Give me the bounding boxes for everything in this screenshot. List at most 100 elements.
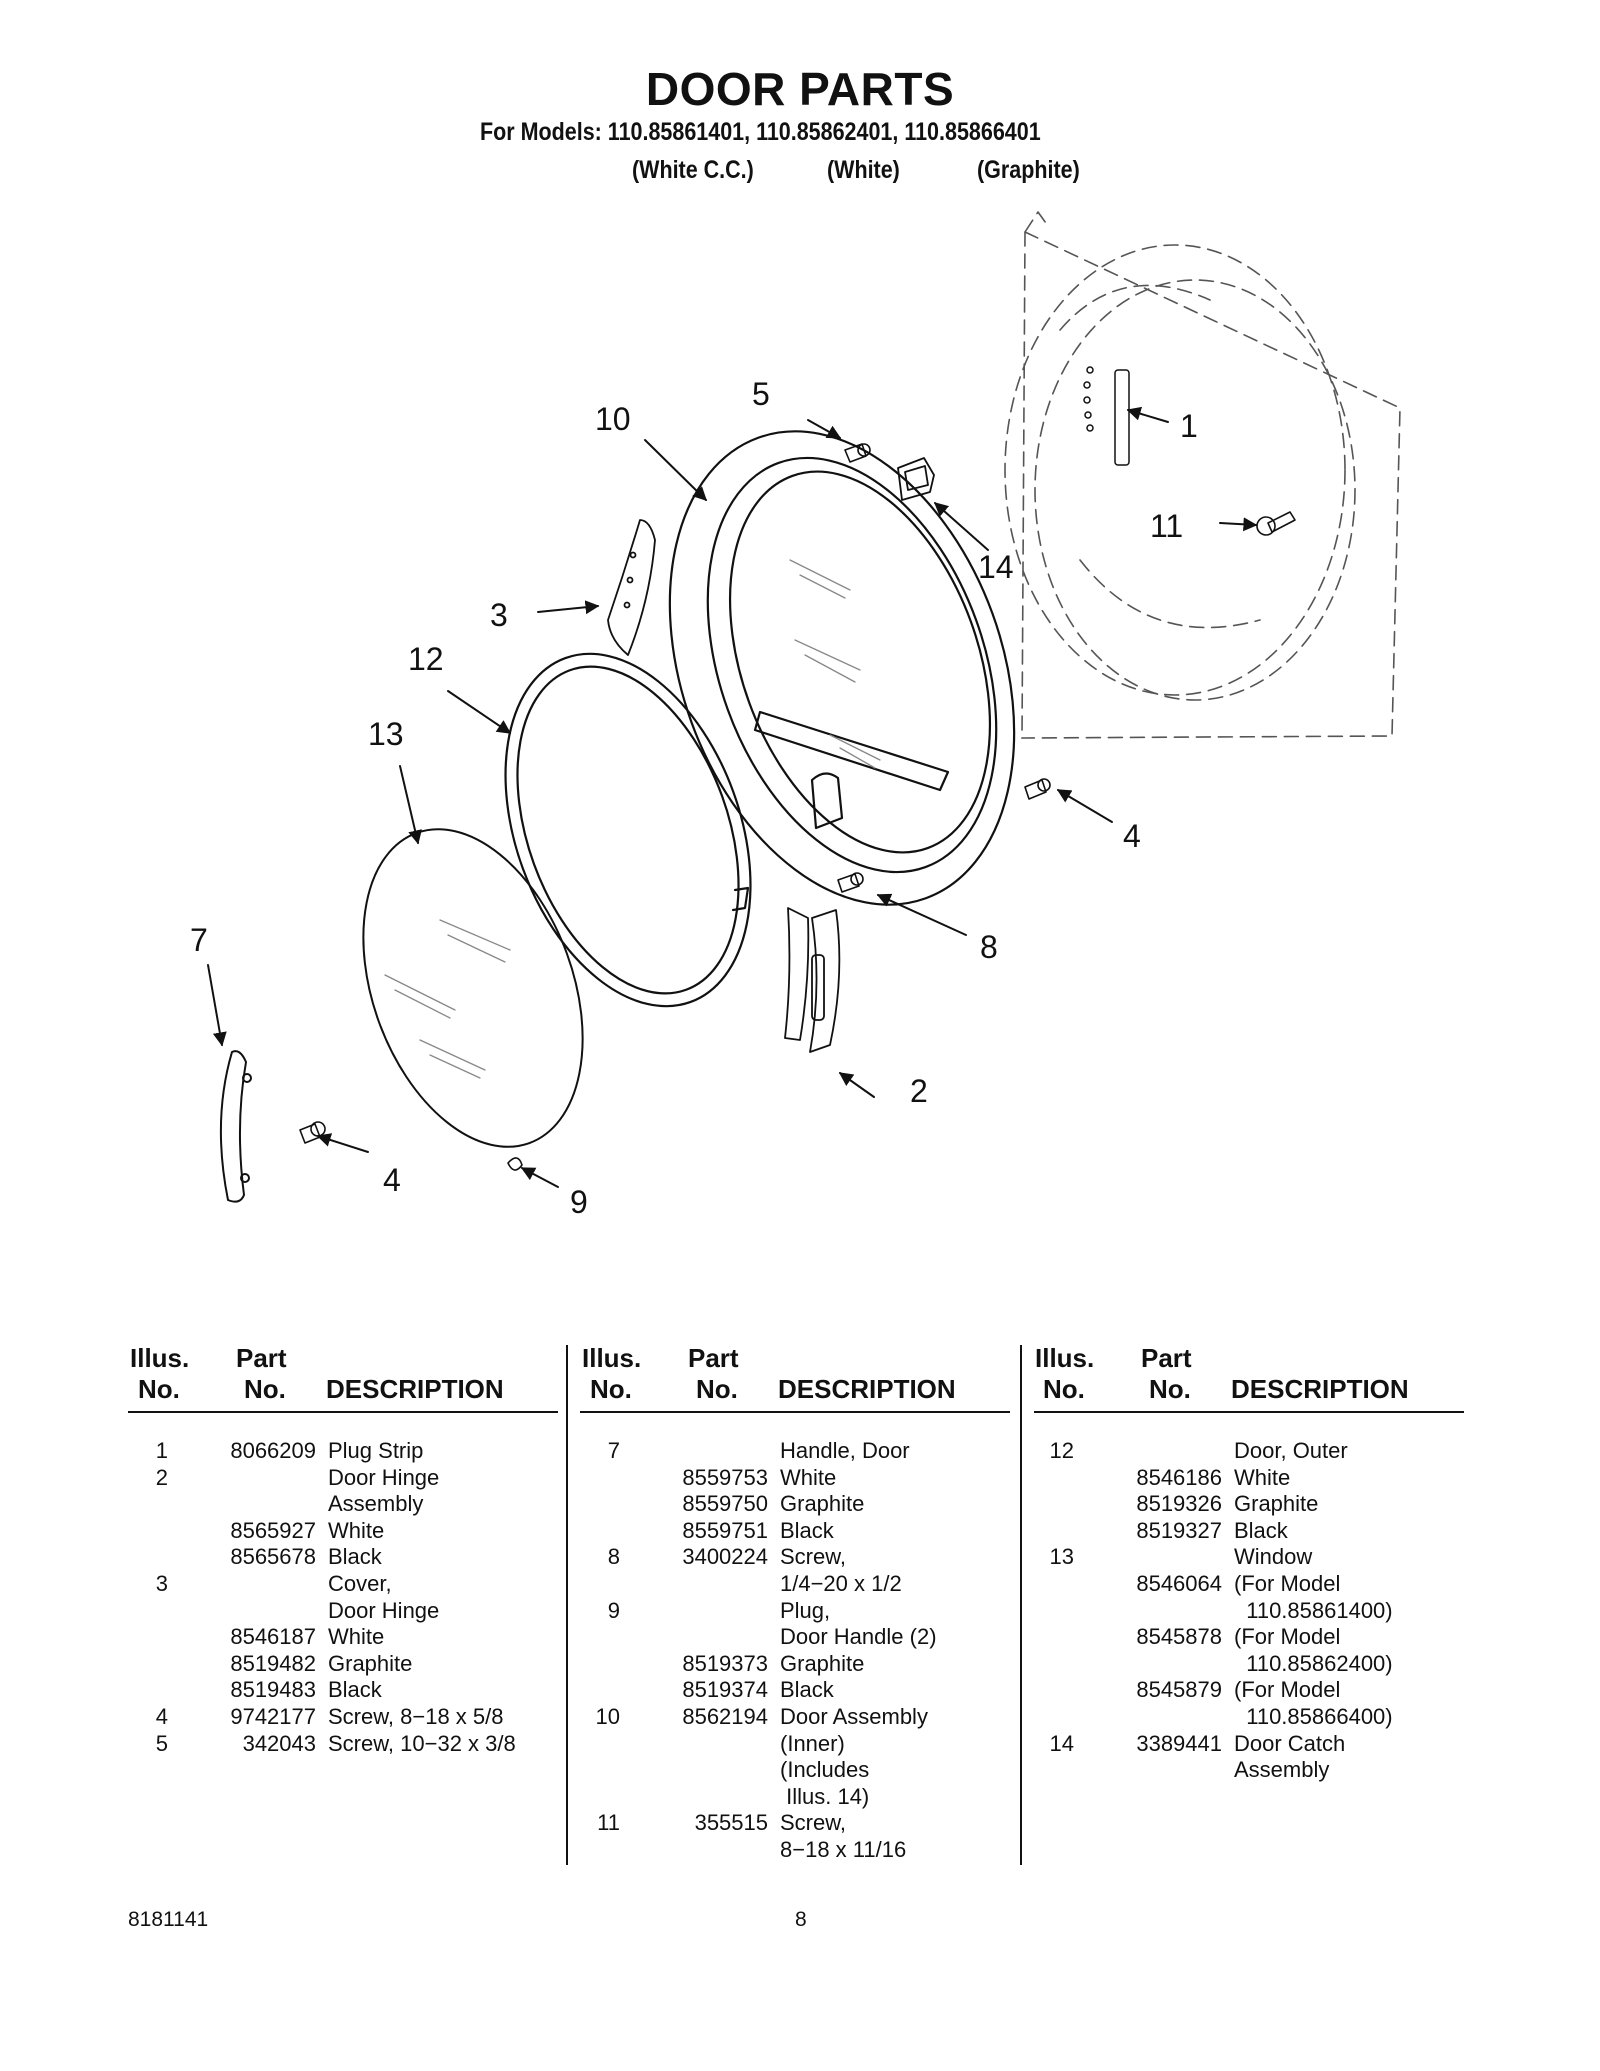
description-cell: (For Model xyxy=(1234,1677,1341,1703)
header-rule-col1 xyxy=(128,1411,558,1413)
screw-5-part xyxy=(844,443,871,463)
header-part-no: No. xyxy=(1149,1374,1191,1404)
part-number-cell: 9742177 xyxy=(230,1703,316,1729)
description-cell: Black xyxy=(780,1517,834,1543)
callout-11: 11 xyxy=(1150,508,1183,544)
illus-number-cell: 12 xyxy=(1049,1438,1074,1463)
table-row: 8559750 Graphite xyxy=(580,1491,1010,1518)
part-number-cell: 8519327 xyxy=(1136,1517,1222,1543)
doc-number: 8181141 xyxy=(128,1908,209,1931)
part-number-cell: 8545879 xyxy=(1136,1677,1222,1703)
table-row: (Includes xyxy=(580,1757,1010,1784)
door-hinge-part xyxy=(784,907,841,1053)
illus-number-cell: 10 xyxy=(595,1703,620,1729)
description-cell: Black xyxy=(328,1544,382,1570)
variant-white-cc: (White C.C.) xyxy=(632,156,754,184)
description-cell: Handle, Door xyxy=(780,1438,910,1463)
plug-strip-part xyxy=(1083,366,1130,466)
description-cell: Assembly xyxy=(1234,1757,1330,1783)
callout-7: 7 xyxy=(190,922,208,958)
illus-number-cell: 11 xyxy=(597,1810,620,1836)
dryer-front-panel xyxy=(1004,211,1401,739)
callout-9: 9 xyxy=(570,1184,588,1220)
callout-4-right: 4 xyxy=(1123,818,1141,854)
part-number-cell: 8559750 xyxy=(682,1491,768,1517)
description-cell: Black xyxy=(328,1677,382,1703)
part-number-cell: 8519374 xyxy=(682,1677,768,1703)
part-number-cell: 3389441 xyxy=(1136,1730,1222,1756)
hinge-cover-part xyxy=(607,519,656,656)
table-row: 8−18 x 11/16 xyxy=(580,1837,1010,1864)
description-cell: Assembly xyxy=(328,1491,424,1517)
page-number: 8 xyxy=(795,1908,807,1931)
header-rule-col2 xyxy=(580,1411,1010,1413)
description-cell: Graphite xyxy=(780,1491,865,1517)
description-cell: Black xyxy=(780,1677,834,1703)
table-row: 8545879 (For Model xyxy=(1034,1677,1464,1704)
description-cell: Door Catch xyxy=(1234,1730,1346,1756)
description-cell: Graphite xyxy=(780,1650,865,1676)
illus-number-cell: 9 xyxy=(607,1597,620,1623)
description-cell: Door Hinge xyxy=(328,1597,440,1623)
illus-number-cell: 4 xyxy=(155,1703,168,1729)
header-description: DESCRIPTION xyxy=(778,1374,956,1404)
description-cell: (For Model xyxy=(1234,1570,1341,1596)
callout-10: 10 xyxy=(595,401,631,437)
part-number-cell: 355515 xyxy=(694,1810,768,1836)
header-illus-no: No. xyxy=(590,1374,632,1404)
header-illus: Illus. xyxy=(1035,1343,1095,1373)
table-row: Door Hinge xyxy=(128,1598,558,1625)
part-number-cell: 8066209 xyxy=(230,1438,316,1463)
description-cell: (Inner) xyxy=(780,1730,845,1756)
table-row: 13 Window xyxy=(1034,1544,1464,1571)
callout-3: 3 xyxy=(490,597,508,633)
callout-1: 1 xyxy=(1180,408,1198,444)
callout-13: 13 xyxy=(368,716,404,752)
illus-number-cell: 2 xyxy=(155,1464,168,1490)
screw-8-part xyxy=(837,872,864,893)
illus-number-cell: 1 xyxy=(155,1438,168,1463)
description-cell: Window xyxy=(1234,1544,1313,1570)
exploded-parts-diagram: 1 2 3 4 5 7 8 9 10 11 12 13 14 4 xyxy=(190,211,1401,1220)
description-cell: 110.85861400) xyxy=(1234,1597,1393,1623)
variant-graphite: (Graphite) xyxy=(977,156,1080,184)
illus-number-cell: 14 xyxy=(1049,1730,1074,1756)
table-row: 8546064(For Model xyxy=(1034,1571,1464,1598)
header-description: DESCRIPTION xyxy=(326,1374,504,1404)
inner-door-assembly xyxy=(668,430,1016,906)
part-number-cell: 8562194 xyxy=(682,1703,768,1729)
illus-number-cell: 7 xyxy=(607,1438,620,1463)
description-cell: White xyxy=(328,1624,385,1650)
screw-4-lower-part xyxy=(299,1121,326,1144)
description-cell: (For Model xyxy=(1234,1624,1341,1650)
description-cell: Door Handle (2) xyxy=(780,1624,937,1650)
table-row: 1/4−20 x 1/2 xyxy=(580,1571,1010,1598)
door-plug-part xyxy=(507,1157,523,1171)
header-part: Part xyxy=(236,1343,287,1373)
description-cell: Graphite xyxy=(328,1650,413,1676)
leader-lines xyxy=(207,406,1258,1188)
table-row: Assembly xyxy=(1034,1757,1464,1784)
description-cell: White xyxy=(780,1464,837,1490)
illus-number-cell: 13 xyxy=(1049,1544,1074,1570)
header-part-no: No. xyxy=(696,1374,738,1404)
page-title: DOOR PARTS xyxy=(645,63,955,115)
table-row: (Inner) xyxy=(580,1731,1010,1758)
window-glass xyxy=(362,828,584,1148)
description-cell: Graphite xyxy=(1234,1491,1319,1517)
